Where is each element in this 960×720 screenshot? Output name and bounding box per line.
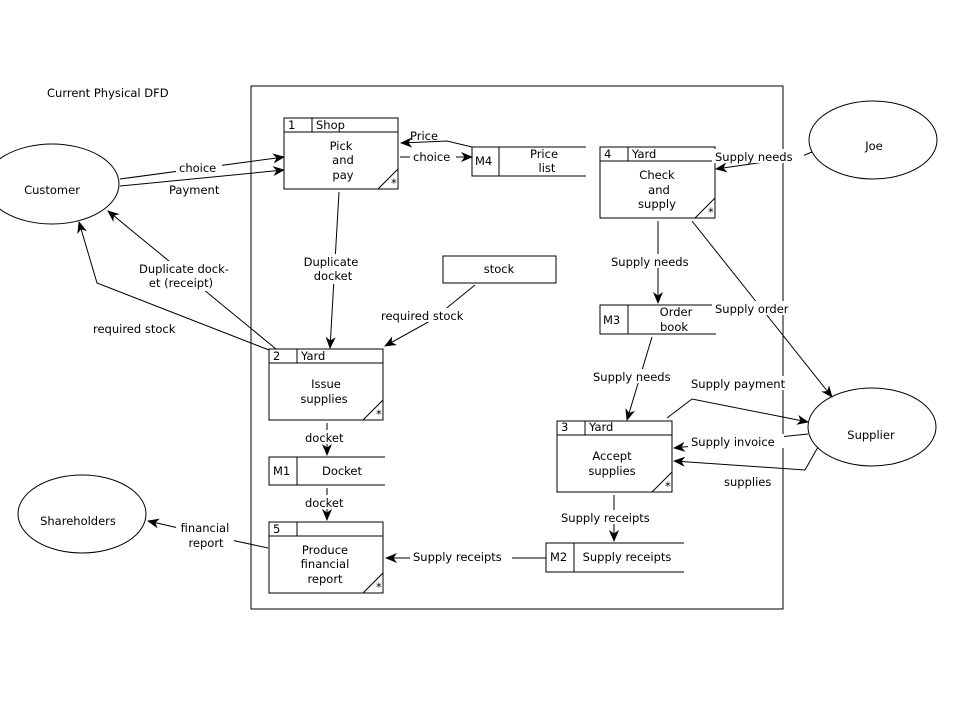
process-1-name-line: Pick (330, 139, 353, 153)
process-4-location: Yard (631, 147, 656, 161)
label-duplicate-receipt-line: Duplicate dock- (139, 262, 229, 276)
label-payment: Payment (169, 183, 220, 197)
process-1-location: Shop (316, 118, 345, 132)
store-m4-name-line: list (539, 161, 556, 175)
store-m2-name-line: Supply receipts (583, 550, 672, 564)
entity-joe-label: Joe (864, 139, 883, 153)
label-supply-invoice: Supply invoice (691, 435, 775, 449)
store-m1-docket: M1 Docket (268, 456, 385, 486)
label-required-stock-customer: required stock (93, 322, 176, 336)
label-supply-receipts-down: Supply receipts (561, 511, 650, 525)
label-supply-needs-joe: Supply needs (715, 150, 793, 164)
process-4-name-line: supply (638, 197, 676, 211)
entity-customer-label: Customer (24, 183, 80, 197)
process-3-name-line: Accept (592, 449, 632, 463)
flow-labels: choice Payment Price choice Supply needs… (91, 129, 804, 564)
entity-joe: Joe (808, 100, 938, 180)
process-2-name-line: Issue (311, 377, 341, 391)
diagram-title: Current Physical DFD (47, 86, 169, 100)
store-m3-order-book: M3 Order book (599, 304, 716, 335)
process-3-accept-supplies: 3 Yard Accept supplies * (556, 420, 673, 493)
flow-lines (77, 137, 833, 563)
label-docket-1: docket (305, 431, 344, 445)
process-4-marker: * (708, 205, 714, 219)
store-m1-id: M1 (273, 464, 290, 478)
label-supply-order: Supply order (715, 302, 789, 316)
entity-shareholders: Shareholders (17, 474, 147, 554)
store-m4-id: M4 (475, 154, 492, 168)
store-m3-name-line: book (660, 320, 688, 334)
store-m3-id: M3 (603, 313, 620, 327)
process-3-id: 3 (561, 420, 568, 434)
process-2-id: 2 (273, 349, 280, 363)
label-supply-receipts-left: Supply receipts (413, 550, 502, 564)
store-m4-name-line: Price (530, 147, 558, 161)
label-choice-pricelist: choice (413, 150, 450, 164)
process-3-name-line: supplies (588, 464, 635, 478)
label-supply-payment: Supply payment (691, 377, 786, 391)
store-m2-id: M2 (550, 550, 567, 564)
process-5-name-line: report (307, 572, 343, 586)
process-1-marker: * (391, 176, 397, 190)
label-docket-2: docket (305, 496, 344, 510)
process-4-check-and-supply: 4 Yard Check and supply * (599, 146, 716, 219)
process-4-name-line: and (648, 183, 670, 197)
process-2-issue-supplies: 2 Yard Issue supplies * (268, 348, 384, 421)
store-m3-name-line: Order (660, 305, 693, 319)
process-4-id: 4 (604, 147, 611, 161)
store-m1-name-line: Docket (322, 464, 363, 478)
label-supply-needs-order: Supply needs (611, 255, 689, 269)
process-5-name-line: financial (301, 557, 350, 571)
label-duplicate-docket-line: Duplicate (304, 255, 359, 269)
label-supplies: supplies (724, 475, 771, 489)
system-boundary (250, 85, 784, 610)
process-2-name-line: supplies (300, 392, 347, 406)
label-duplicate-receipt-line: et (receipt) (149, 276, 213, 290)
entity-supplier: Supplier (807, 387, 937, 467)
process-5-id: 5 (273, 522, 280, 536)
process-4-name-line: Check (639, 168, 675, 182)
flow-price-arrow (400, 137, 473, 148)
entity-supplier-label: Supplier (847, 428, 895, 442)
label-supply-needs-accept: Supply needs (593, 370, 671, 384)
process-1-id: 1 (288, 118, 295, 132)
process-5-marker: * (376, 580, 382, 594)
process-2-marker: * (376, 407, 382, 421)
flow-required-stock-customer-arrow (77, 221, 270, 351)
flow-supplies-arrow (673, 446, 819, 471)
process-1-pick-and-pay: 1 Shop Pick and pay * (283, 117, 399, 190)
label-price: Price (410, 129, 438, 143)
process-1-name-line: and (332, 153, 354, 167)
process-1-name-line: pay (332, 168, 353, 182)
entity-shareholders-label: Shareholders (40, 514, 116, 528)
stock-label: stock (484, 262, 515, 276)
store-m2-supply-receipts: M2 Supply receipts (545, 542, 684, 573)
process-5-produce-financial-report: 5 Produce financial report * (268, 521, 384, 594)
label-financial-report-line: financial (181, 521, 230, 535)
label-choice: choice (179, 161, 216, 175)
flow-supply-payment-arrow (666, 398, 809, 425)
label-duplicate-docket-line: docket (314, 269, 353, 283)
label-financial-report-line: report (188, 536, 224, 550)
label-required-stock: required stock (381, 309, 464, 323)
process-2-location: Yard (300, 349, 325, 363)
process-3-location: Yard (588, 420, 613, 434)
stock-box: stock (442, 255, 557, 284)
flow-payment-arrow (119, 166, 285, 187)
entity-customer: Customer (0, 143, 120, 225)
process-3-marker: * (665, 479, 671, 493)
process-5-name-line: Produce (302, 543, 348, 557)
store-m4-price-list: M4 Price list (471, 146, 586, 177)
